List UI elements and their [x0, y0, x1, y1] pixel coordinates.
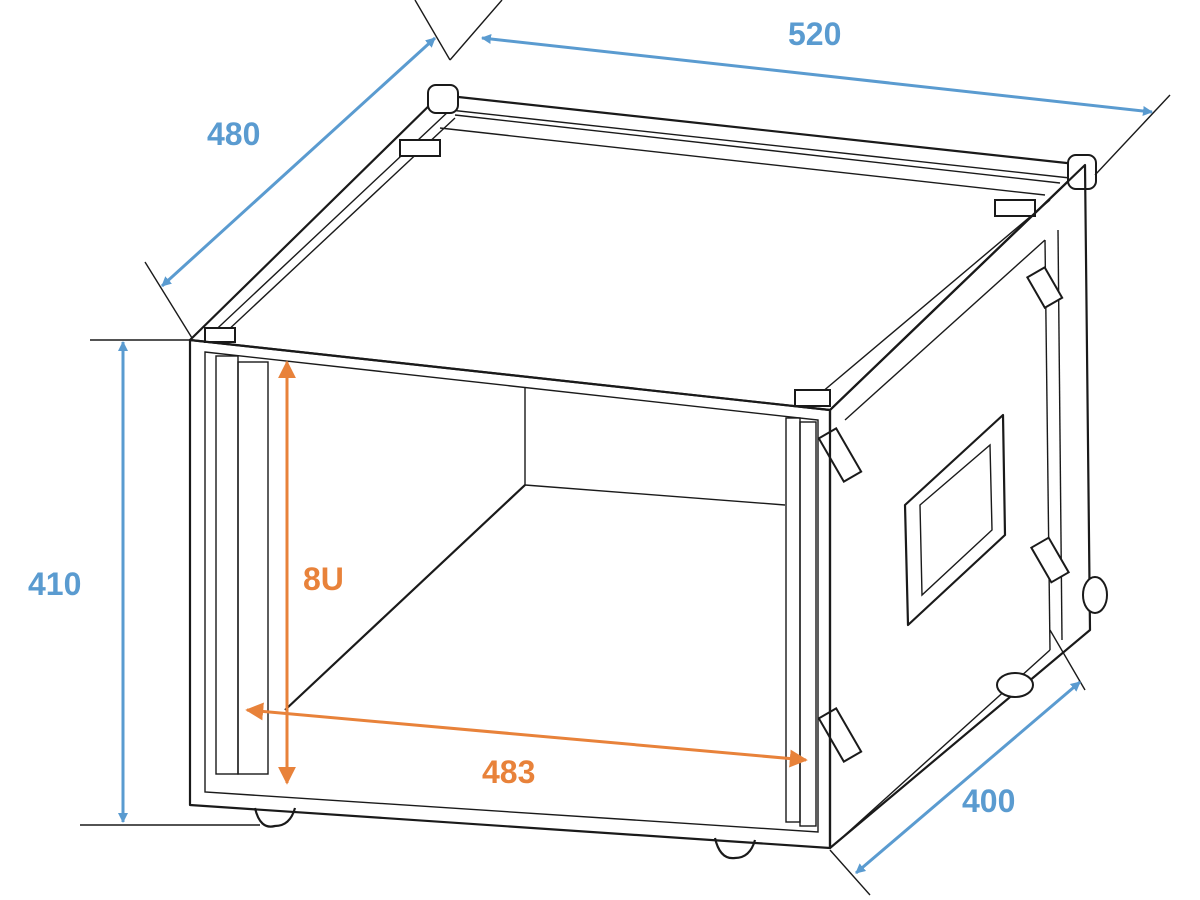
outer-dimensions: 520 480 410 400 [28, 16, 1153, 875]
extension-lines [80, 0, 1171, 896]
case-top [188, 84, 1097, 412]
rack-width-arrow [245, 702, 808, 768]
depth-arrow [160, 36, 437, 288]
side-depth-arrow [855, 680, 1081, 875]
depth-label: 480 [207, 116, 260, 152]
side-handle [903, 413, 1007, 627]
case-side [817, 163, 1108, 850]
rack-units-label: 8U [303, 561, 344, 597]
height-label: 410 [28, 566, 81, 602]
side-depth-label: 400 [962, 783, 1015, 819]
width-arrow [481, 34, 1153, 116]
width-label: 520 [788, 16, 841, 52]
case-front [188, 338, 832, 860]
rack-width-label: 483 [482, 754, 535, 790]
inner-dimensions: 8U 483 [245, 360, 808, 790]
